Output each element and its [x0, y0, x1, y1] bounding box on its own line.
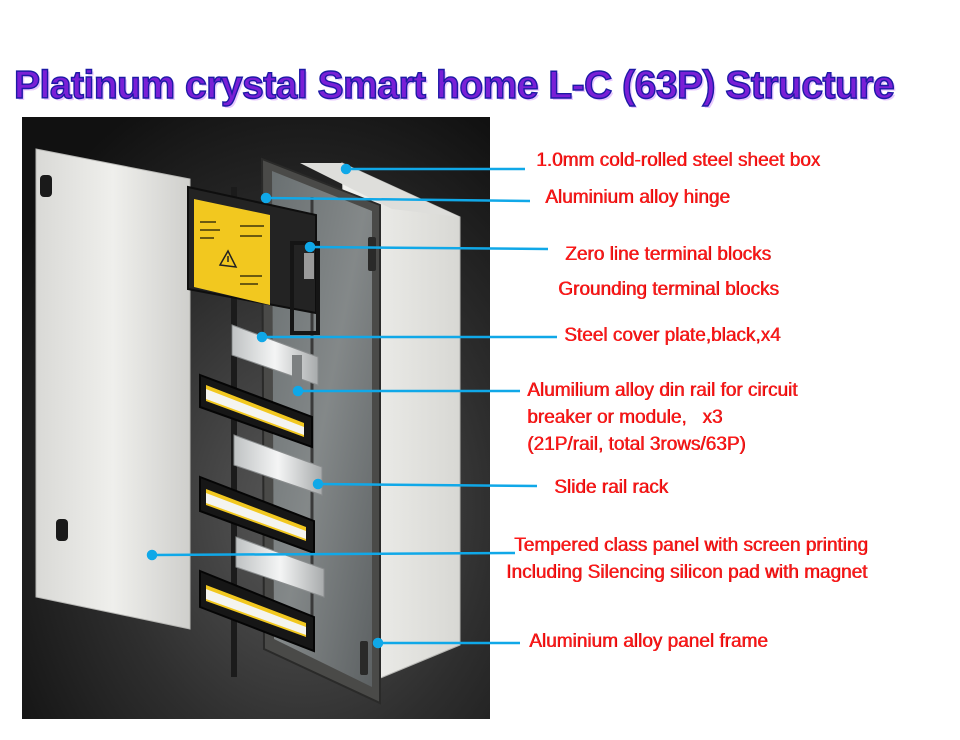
label-steel-box: 1.0mm cold-rolled steel sheet box [536, 150, 821, 171]
frame-hinge-lower [360, 641, 368, 675]
label-glass-panel-line1: Tempered class panel with screen printin… [514, 535, 868, 556]
product-photo [22, 117, 490, 719]
page-title: Platinum crystal Smart home L-C (63P) St… [13, 63, 895, 107]
label-glass-panel-line2: Including Silencing silicon pad with mag… [506, 562, 868, 583]
frame-hinge-upper [368, 237, 376, 271]
label-cover-plate: Steel cover plate,black,x4 [564, 325, 781, 346]
label-zero-line: Zero line terminal blocks [565, 244, 771, 265]
label-hinge: Aluminium alloy hinge [545, 187, 730, 208]
warning-triangle-icon [218, 249, 238, 268]
door-hinge-top [40, 175, 52, 197]
label-panel-frame: Aluminium alloy panel frame [529, 631, 768, 652]
steel-box-top [300, 163, 460, 217]
din-rail-2 [233, 434, 323, 496]
slide-tray-3 [199, 569, 315, 653]
label-slide-rail: Slide rail rack [554, 477, 669, 498]
door-panel [35, 148, 191, 630]
zero-terminal-block [304, 253, 314, 279]
label-din-rail-line3: (21P/rail, total 3rows/63P) [527, 434, 746, 455]
din-rail-1 [231, 324, 319, 386]
label-grounding: Grounding terminal blocks [558, 279, 779, 300]
slide-tray-1 [199, 373, 313, 449]
label-din-rail-line2: breaker or module, x3 [527, 407, 723, 428]
door-hinge-bottom [56, 519, 68, 541]
label-din-rail-line1: Alumilium alloy din rail for circuit [527, 380, 798, 401]
warning-label [194, 199, 270, 305]
